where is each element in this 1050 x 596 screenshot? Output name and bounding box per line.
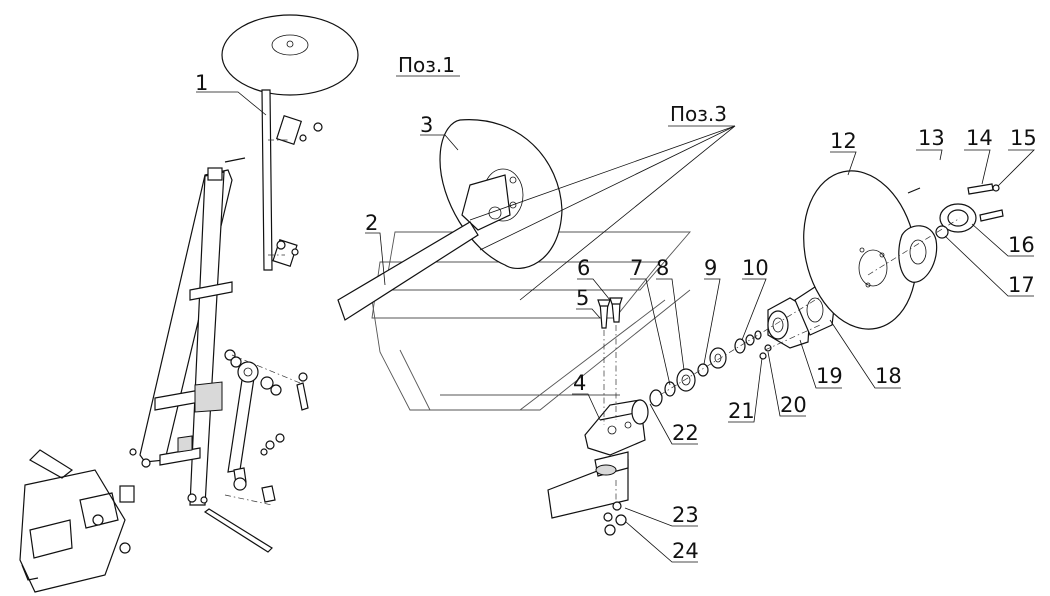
callout-16: 16: [1008, 233, 1035, 257]
long-rod: [203, 508, 273, 553]
callout-3: 3: [420, 113, 433, 137]
callout-13: 13: [918, 126, 945, 150]
callout-4: 4: [573, 371, 586, 395]
callout-10: 10: [742, 256, 769, 280]
disc-12-assembly: [803, 170, 1004, 330]
callout-21: 21: [728, 399, 755, 423]
callout-numbers: 1 2 3 4 5 6 7 8 9 10 12 13 14 15 16 17 1…: [195, 71, 1037, 563]
callout-18: 18: [875, 364, 902, 388]
callout-7: 7: [630, 256, 643, 280]
beam-2: [337, 221, 479, 321]
callout-19: 19: [816, 364, 843, 388]
callout-2: 2: [365, 211, 378, 235]
callout-15: 15: [1010, 126, 1037, 150]
left-assembly: [19, 14, 359, 593]
callout-5: 5: [576, 286, 589, 310]
callout-6: 6: [577, 256, 590, 280]
callout-24: 24: [672, 539, 699, 563]
callout-23: 23: [672, 503, 699, 527]
callout-1: 1: [195, 71, 208, 95]
callout-12: 12: [830, 129, 857, 153]
tractor-hitch: [19, 469, 126, 593]
bracket-4-assembly: [547, 297, 649, 536]
position-labels: Поз.1 Поз.3: [396, 53, 727, 126]
pos1-label: Поз.1: [398, 53, 455, 77]
callout-17: 17: [1008, 273, 1035, 297]
callout-22: 22: [672, 421, 699, 445]
callout-20: 20: [780, 393, 807, 417]
pos3-label: Поз.3: [670, 102, 727, 126]
callout-8: 8: [656, 256, 669, 280]
disc-3-assembly: [337, 119, 736, 321]
callout-14: 14: [966, 126, 993, 150]
callout-9: 9: [704, 256, 717, 280]
gasket: [898, 225, 938, 283]
hydraulic-cylinder: [227, 377, 255, 473]
disc-shaft: [261, 89, 273, 271]
